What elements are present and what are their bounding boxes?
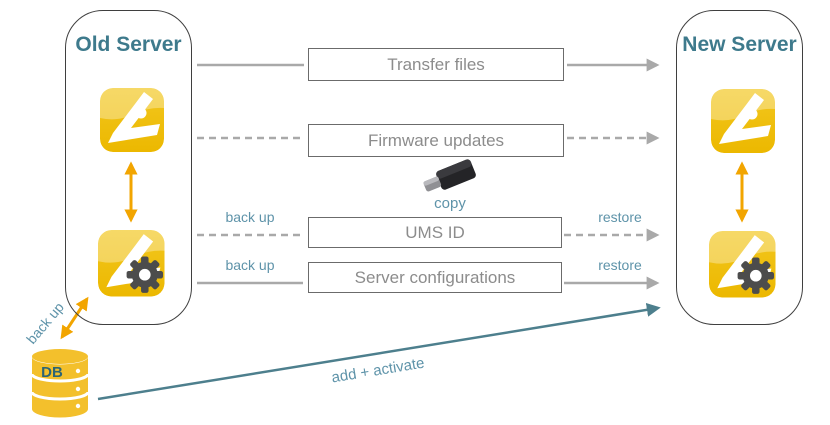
- database-label: DB: [41, 364, 63, 381]
- firmware-updates-box: Firmware updates: [308, 124, 564, 157]
- ums-id-box: UMS ID: [308, 217, 562, 248]
- server-config-restore-label: restore: [598, 257, 642, 273]
- old-server-title: Old Server: [75, 33, 182, 56]
- new-server-app-icon: [711, 89, 775, 153]
- copy-label: copy: [434, 195, 466, 212]
- server-config-backup-label: back up: [225, 257, 275, 273]
- old-server-container: Old Server: [65, 10, 192, 325]
- usb-stick-icon: [423, 159, 476, 192]
- server-configurations-box: Server configurations: [308, 262, 562, 293]
- ums-id-backup-label: back up: [225, 209, 275, 225]
- ums-id-restore-label: restore: [598, 209, 642, 225]
- add-activate-arrow: [97, 302, 661, 401]
- transfer-files-box: Transfer files: [308, 48, 564, 81]
- database-cylinder-icon: [30, 349, 90, 418]
- old-server-app-icon: [100, 88, 164, 152]
- new-server-container: New Server: [676, 10, 803, 325]
- new-server-title: New Server: [682, 33, 797, 56]
